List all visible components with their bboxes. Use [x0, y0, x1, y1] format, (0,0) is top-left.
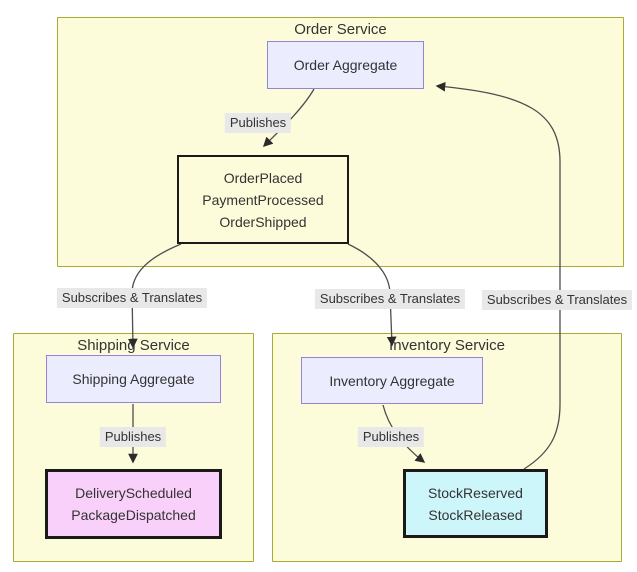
order-aggregate-label: Order Aggregate — [293, 57, 398, 73]
order-events-node: OrderPlaced PaymentProcessed OrderShippe… — [177, 155, 349, 244]
edge-label-subscribes-translates-stock: Subscribes & Translates — [481, 290, 633, 310]
inventory-events-node: StockReserved StockReleased — [403, 469, 548, 538]
order-event-line: OrderPlaced — [223, 169, 303, 186]
edge-label-subscribes-translates-shipping: Subscribes & Translates — [56, 288, 208, 308]
shipping-aggregate-label: Shipping Aggregate — [72, 371, 195, 387]
shipping-event-line: DeliveryScheduled — [75, 485, 192, 501]
edge-label-order-publishes: Publishes — [224, 113, 292, 133]
inventory-event-line: StockReleased — [428, 506, 523, 523]
order-event-line: OrderShipped — [219, 213, 307, 230]
edge-label-inventory-publishes: Publishes — [357, 427, 425, 447]
inventory-aggregate-node: Inventory Aggregate — [301, 357, 483, 404]
order-event-line: PaymentProcessed — [202, 191, 324, 208]
shipping-service-title: Shipping Service — [77, 337, 190, 354]
inventory-event-line: StockReserved — [428, 484, 523, 501]
shipping-events-node: DeliveryScheduled PackageDispatched — [45, 469, 222, 539]
edge-label-shipping-publishes: Publishes — [99, 427, 167, 447]
order-service-title: Order Service — [294, 21, 387, 38]
order-aggregate-node: Order Aggregate — [267, 41, 424, 89]
edge-label-subscribes-translates-inventory: Subscribes & Translates — [314, 289, 466, 309]
shipping-event-line: PackageDispatched — [71, 507, 196, 523]
inventory-aggregate-label: Inventory Aggregate — [329, 372, 455, 389]
inventory-service-title: Inventory Service — [389, 337, 505, 354]
shipping-aggregate-node: Shipping Aggregate — [46, 355, 221, 403]
